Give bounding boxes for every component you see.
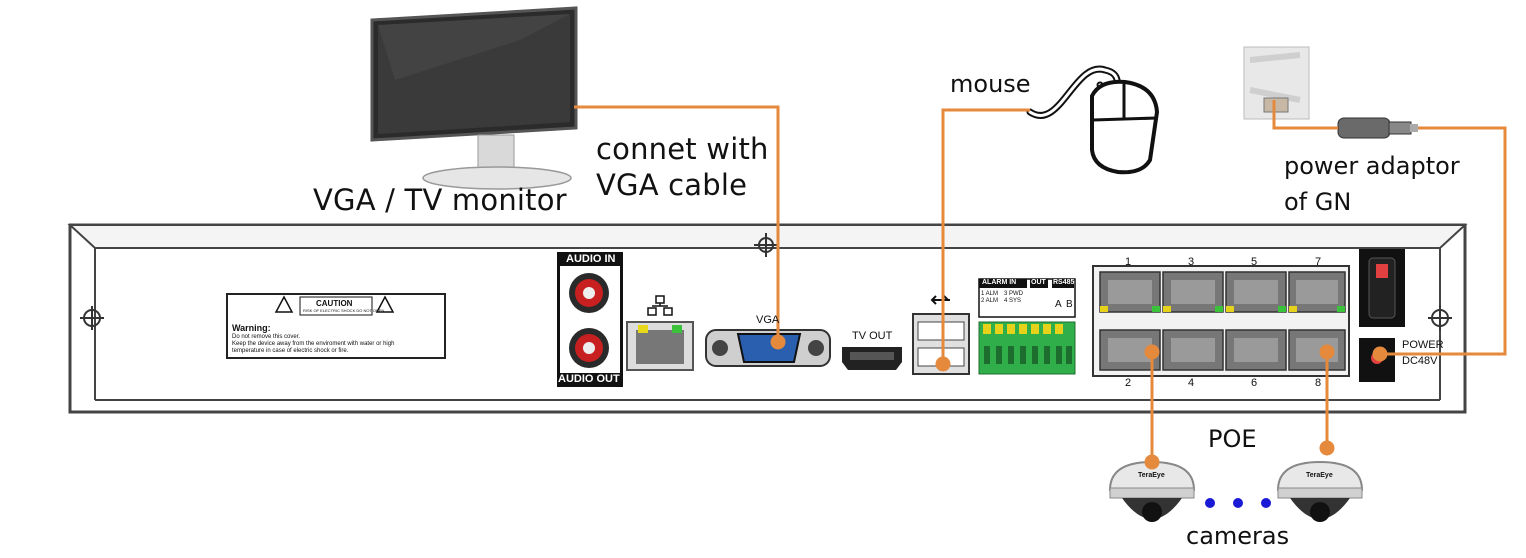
poe-port-8: 8 — [1315, 377, 1322, 389]
lan-port — [626, 295, 694, 371]
poe-switch — [1092, 265, 1350, 377]
poe-port-5: 5 — [1251, 256, 1258, 268]
poe-port-2: 2 — [1125, 377, 1132, 389]
poe-port-4: 4 — [1188, 377, 1195, 389]
alarm-out-label: OUT — [1031, 279, 1046, 286]
camera-right-brand: TeraEye — [1306, 472, 1333, 479]
vga-cable-label-line2: VGA cable — [596, 168, 748, 202]
alarm-pin-3: 3 PWD — [1004, 291, 1024, 297]
poe-port-1: 1 — [1125, 256, 1132, 268]
mouse-cable-end — [935, 356, 951, 372]
vga-cable-end — [770, 334, 786, 350]
monitor-icon — [370, 6, 578, 190]
poe-port-6: 6 — [1251, 377, 1258, 389]
cameras-label: cameras — [1186, 522, 1290, 550]
camera-right — [1276, 460, 1364, 522]
audio-in-label: AUDIO IN — [566, 253, 616, 265]
rs485-label: RS485 — [1053, 279, 1075, 286]
power-cable-end — [1372, 346, 1388, 362]
ellipsis-dots — [1205, 498, 1271, 508]
vga-port-label: VGA — [756, 314, 780, 326]
rs485-a-label: A — [1055, 299, 1062, 310]
power-outlet-icon — [1243, 46, 1310, 120]
tv-out-label: TV OUT — [852, 330, 893, 342]
mouse-cable — [941, 108, 1030, 362]
power-adaptor-label-line1: power adaptor — [1284, 152, 1460, 180]
warning-line2: Keep the device away from the enviroment… — [232, 341, 395, 347]
power-adaptor-icon — [1337, 117, 1418, 139]
warning-title: Warning: — [232, 323, 271, 333]
alarm-pin-4: 4 SYS — [1004, 298, 1022, 304]
audio-block — [557, 252, 623, 387]
alarm-in-label: ALARM IN — [982, 279, 1017, 286]
monitor-label: VGA / TV monitor — [313, 183, 567, 217]
power-label: POWER — [1402, 339, 1444, 351]
warning-line3: temperature in case of electric shock or… — [232, 348, 349, 354]
rs485-b-label: B — [1066, 299, 1073, 310]
poe-label: POE — [1208, 425, 1257, 453]
cables — [574, 100, 1507, 470]
poe-port-3: 3 — [1188, 256, 1195, 268]
power-cable-dc — [1380, 126, 1507, 356]
caution-sub-text: RISK OF ELECTRIC SHOCK DO NOT OPEN — [303, 308, 385, 313]
mouse-icon — [1026, 65, 1160, 175]
audio-out-label: AUDIO OUT — [558, 373, 620, 385]
mouse-label: mouse — [950, 70, 1031, 98]
alarm-pin-1: 1 ALM — [981, 291, 999, 297]
vga-cable — [574, 105, 780, 340]
camera-left-brand: TeraEye — [1138, 472, 1165, 479]
alarm-terminal-block — [978, 278, 1076, 375]
tv-out-port — [842, 347, 902, 370]
alarm-pin-2: 2 ALM — [981, 298, 999, 304]
power-switch — [1359, 249, 1405, 327]
caution-text: CAUTION — [316, 299, 353, 308]
power-adaptor-label-line2: of GN — [1284, 188, 1352, 216]
camera-left — [1108, 460, 1196, 522]
warning-label — [226, 293, 446, 359]
poe-port-7: 7 — [1315, 256, 1322, 268]
power-cable — [1272, 100, 1338, 130]
vga-cable-label-line1: connet with — [596, 132, 769, 166]
vga-port — [705, 329, 831, 367]
warning-line1: Do not remove this cover. — [232, 334, 301, 340]
dc-label: DC48V — [1402, 355, 1438, 367]
